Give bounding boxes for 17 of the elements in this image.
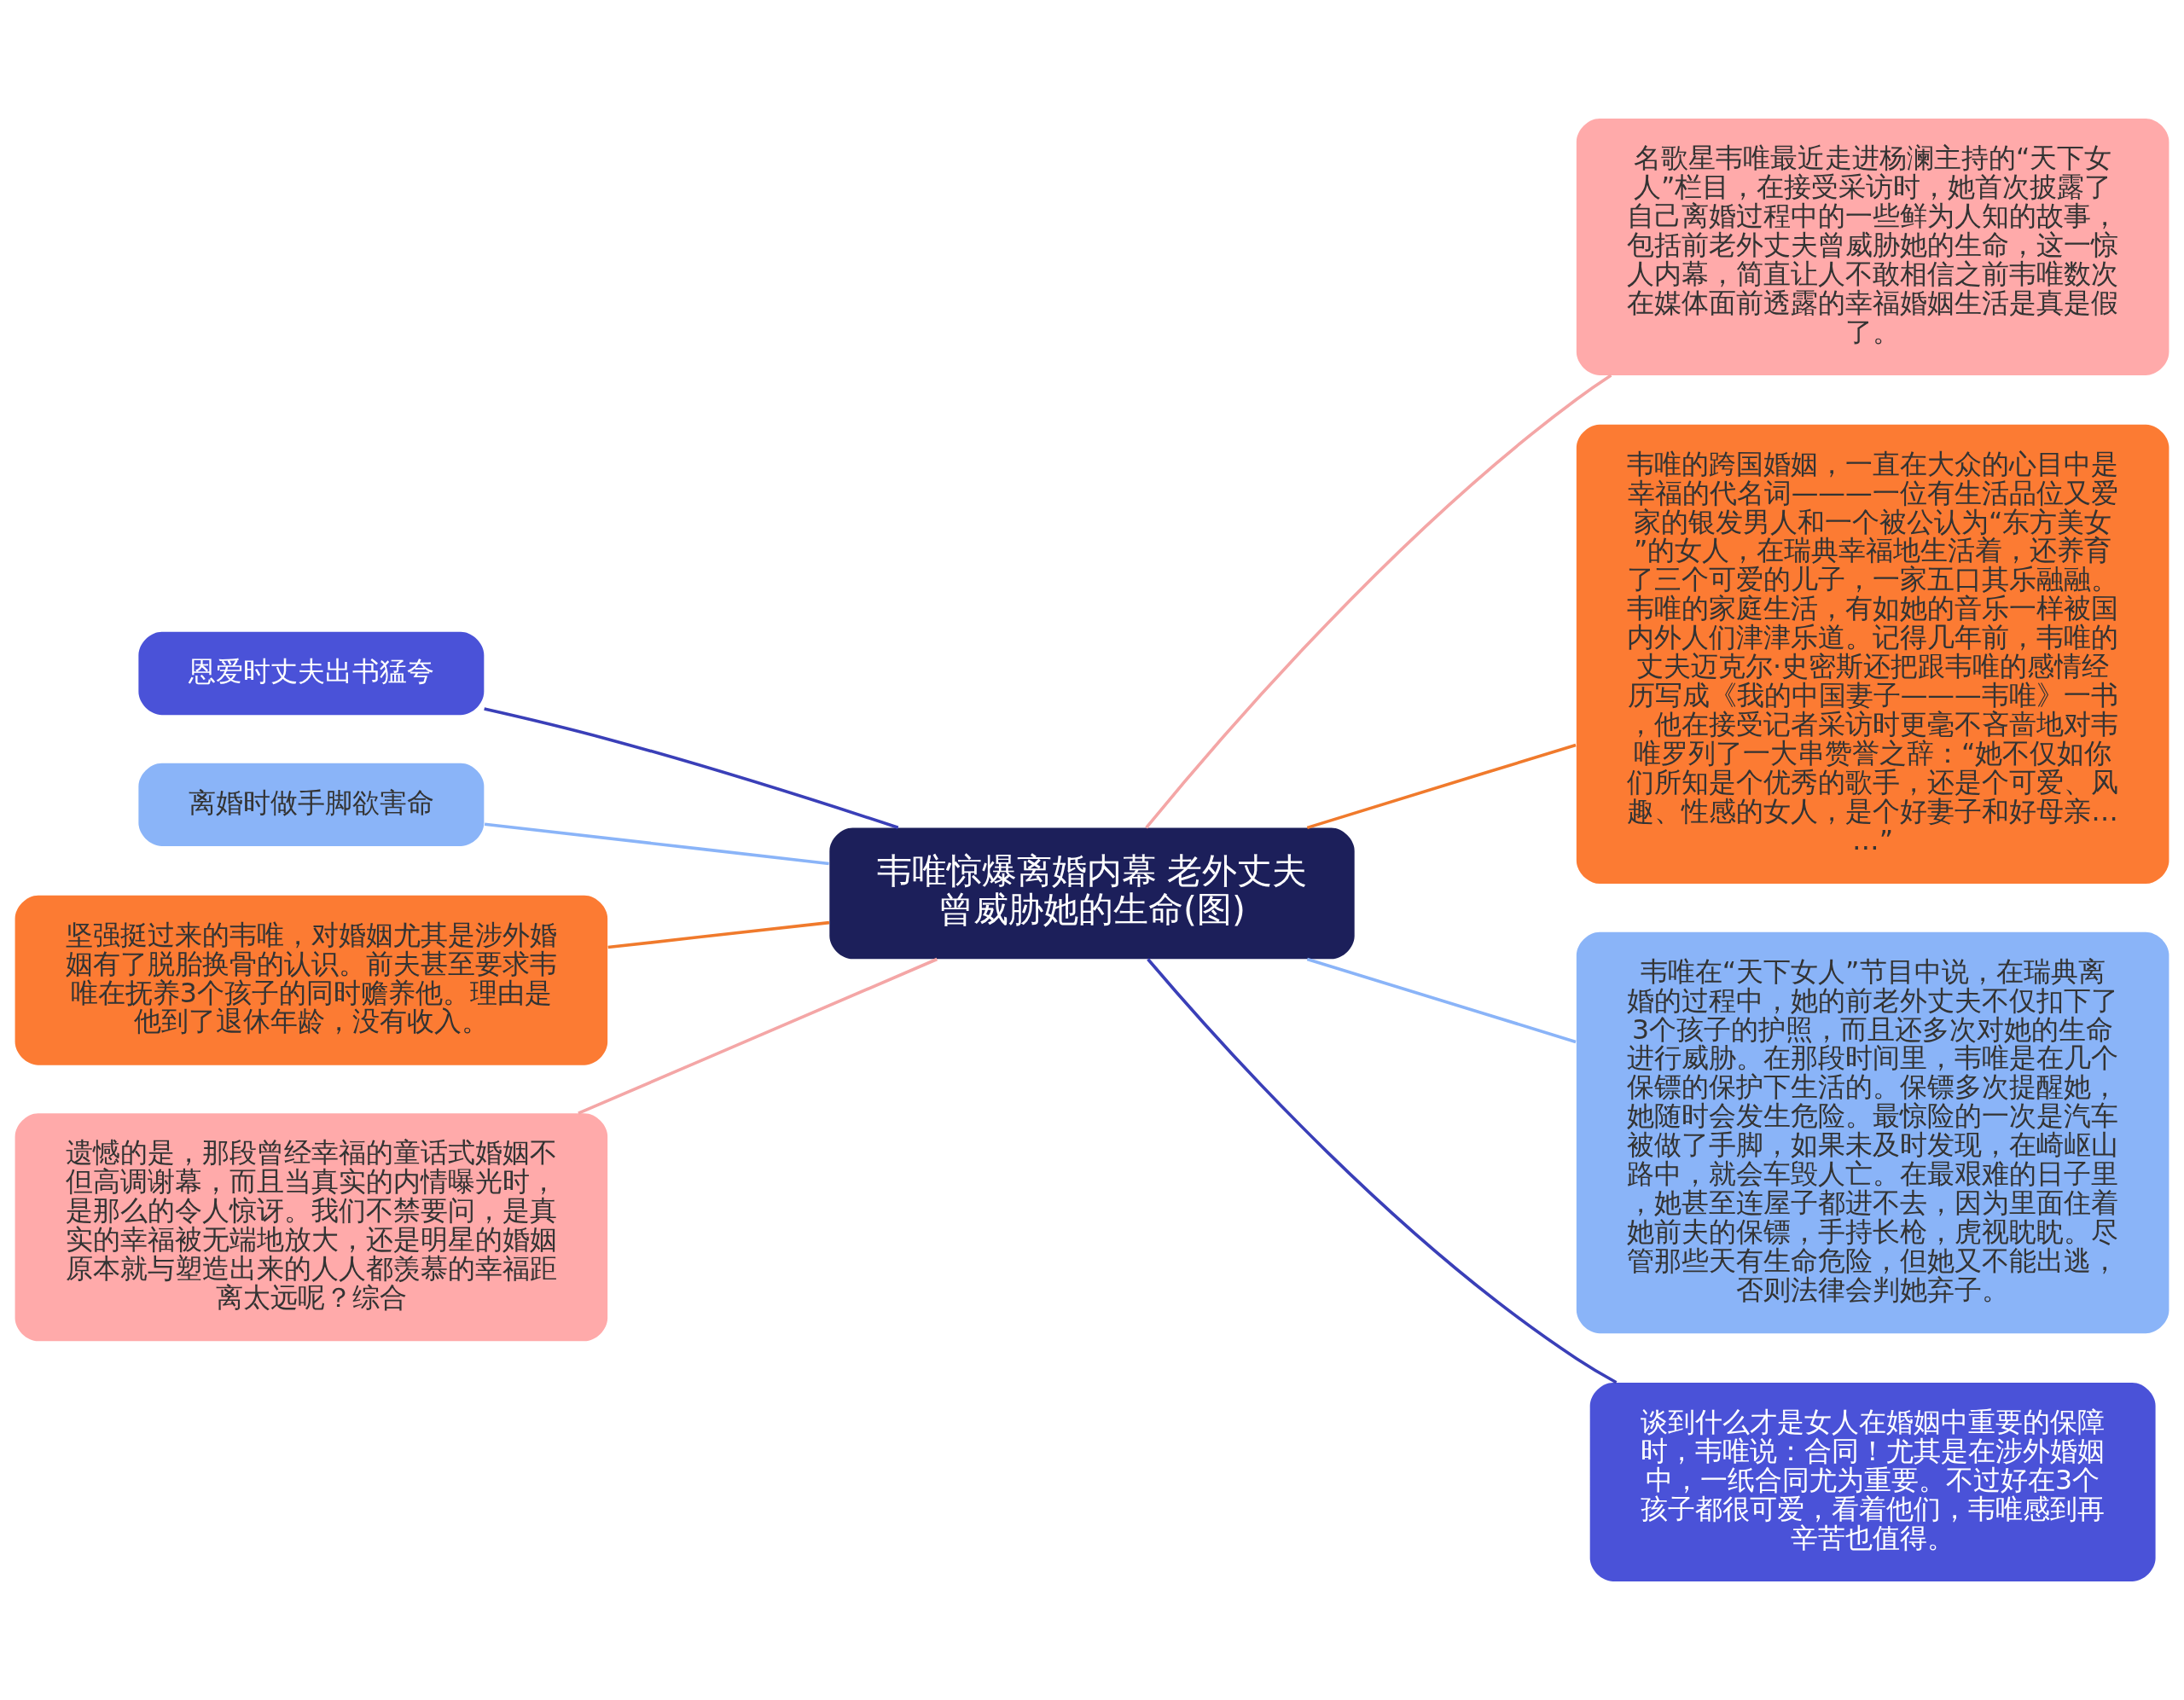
connector: [484, 822, 829, 866]
node-box: 韦唯惊爆离婚内幕 老外丈夫曾威胁她的生命(图): [829, 827, 1355, 960]
connector: [578, 957, 938, 1115]
node-box: 遗憾的是，那段曾经幸福的童话式婚姻不但高调谢幕，而且当真实的内情曝光时，是那么的令人惊讶。我们不禁要问，是真实的幸福被无端地放大，还是明星的婚姻原本就与塑造出来的人人都羡慕的幸福距离太远呢？综合: [15, 1113, 608, 1342]
connector: [1306, 957, 1577, 1044]
connector: [1147, 958, 1618, 1384]
node-box: 韦唯在“天下女人”节目中说，在瑞典离婚的过程中，她的前老外丈夫不仅扣下了3个孩子的护照，而且还多次对她的生命进行威胁。在那段时间里，韦唯是在几个保镖的保护下生活的。保镖多次提醒她，她随时会发生危险。最惊险的一次是汽车被做了手脚，如果未及时发现，在崎岖山路中，就会车毁人亡。在最艰难的日子里，她甚至连屋子都进不去，因为里面住着她前夫的保镖，手持长枪，虎视眈眈。尽管那些天有生命危险，但她又不能出逃，否则法律会判她弃子。: [1576, 931, 2169, 1334]
connector: [1306, 743, 1577, 830]
connector: [607, 920, 830, 949]
node-box: 名歌星韦唯最近走进杨澜主持的“天下女人”栏目，在接受采访时，她首次披露了自己离婚过程中的一些鲜为人知的故事，包括前老外丈夫曾威胁她的生命，这一惊人内幕，简直让人不敢相信之前韦唯数次在媒体面前透露的幸福婚姻生活是真是假了。: [1576, 119, 2169, 375]
node-box: 谈到什么才是女人在婚姻中重要的保障时，韦唯说：合同！尤其是在涉外婚姻中，一纸合同尤为重要。不过好在3个孩子都很可爱，看着他们，韦唯感到再辛苦也值得。: [1589, 1382, 2156, 1581]
connector: [1145, 374, 1612, 829]
node-box: 离婚时做手脚欲害命: [138, 763, 485, 846]
node-box: 韦唯的跨国婚姻，一直在大众的心目中是幸福的代名词———一位有生活品位又爱家的银发男人和一个被公认为“东方美女”的女人，在瑞典幸福地生活着，还养育了三个可爱的儿子，一家五口其乐融融。韦唯的家庭生活，有如她的音乐一样被国内外人们津津乐道。记得几年前，韦唯的丈夫迈克尔·史密斯还把跟韦唯的感情经历写成《我的中国妻子———韦唯》一书，他在接受记者采访时更毫不吝啬地对韦唯罗列了一大串赞誉之辞：“她不仅如你们所知是个优秀的歌手，还是个可爱、风趣、性感的女人，是个好妻子和好母亲……”: [1576, 424, 2169, 885]
node-box: 恩爱时丈夫出书猛夸: [138, 631, 485, 716]
node-box: 坚强挺过来的韦唯，对婚姻尤其是涉外婚姻有了脱胎换骨的认识。前夫甚至要求韦唯在抚养3个孩子的同时赡养他。理由是他到了退休年龄，没有收入。: [15, 895, 608, 1065]
connector: [484, 707, 899, 829]
